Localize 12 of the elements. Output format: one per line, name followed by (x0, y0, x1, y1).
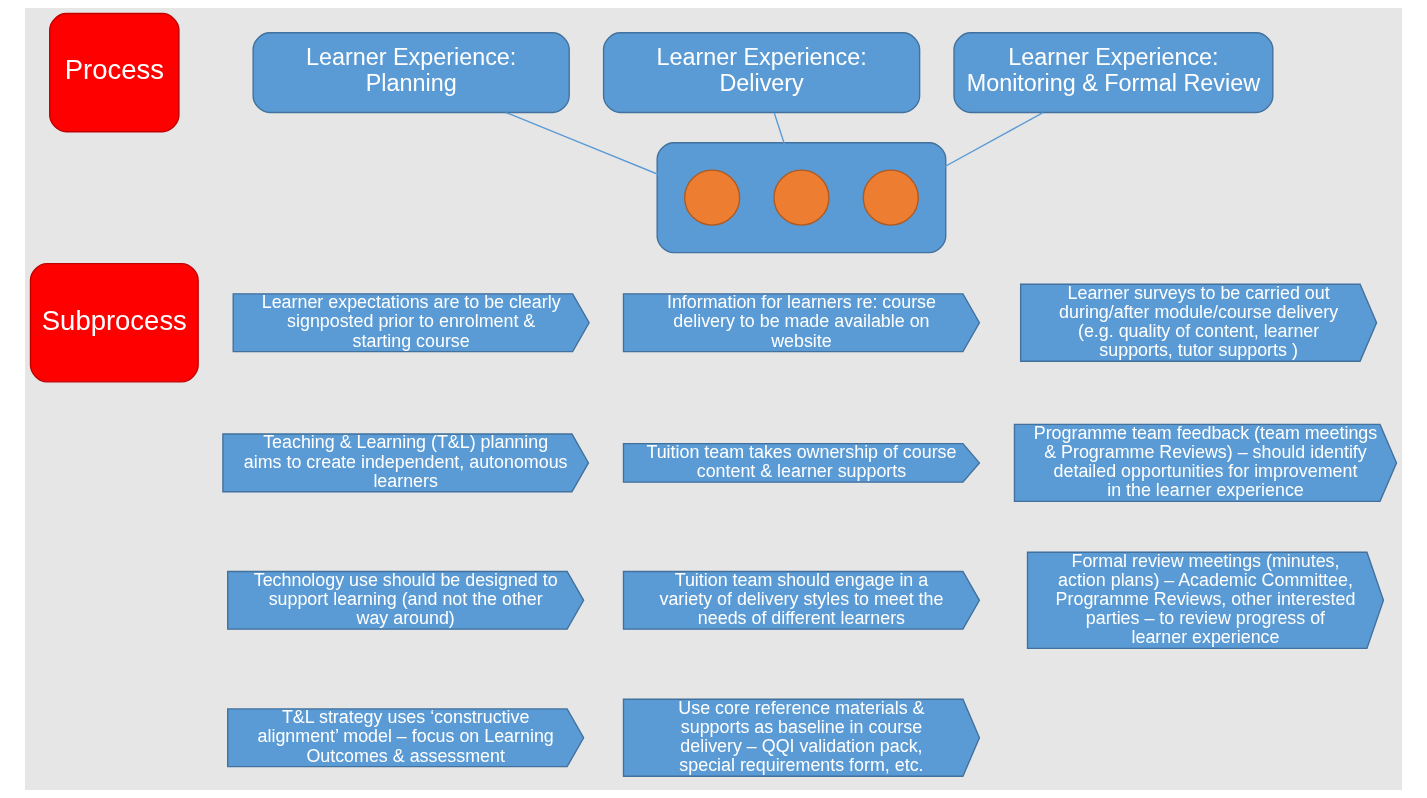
node-box: Subprocess (29, 262, 199, 383)
connector (773, 112, 794, 172)
node-box: Learner Experience: Planning (252, 32, 570, 114)
node-circle (862, 169, 919, 226)
connector (505, 111, 688, 187)
node-box: Process (49, 12, 180, 133)
node-box: Learner Experience: Monitoring & Formal Review (953, 32, 1274, 114)
cluster (656, 142, 947, 254)
node-box: Learner Experience: Delivery (602, 32, 921, 114)
node-circle (773, 169, 830, 226)
node-circle (683, 169, 741, 226)
connector (913, 112, 1044, 184)
